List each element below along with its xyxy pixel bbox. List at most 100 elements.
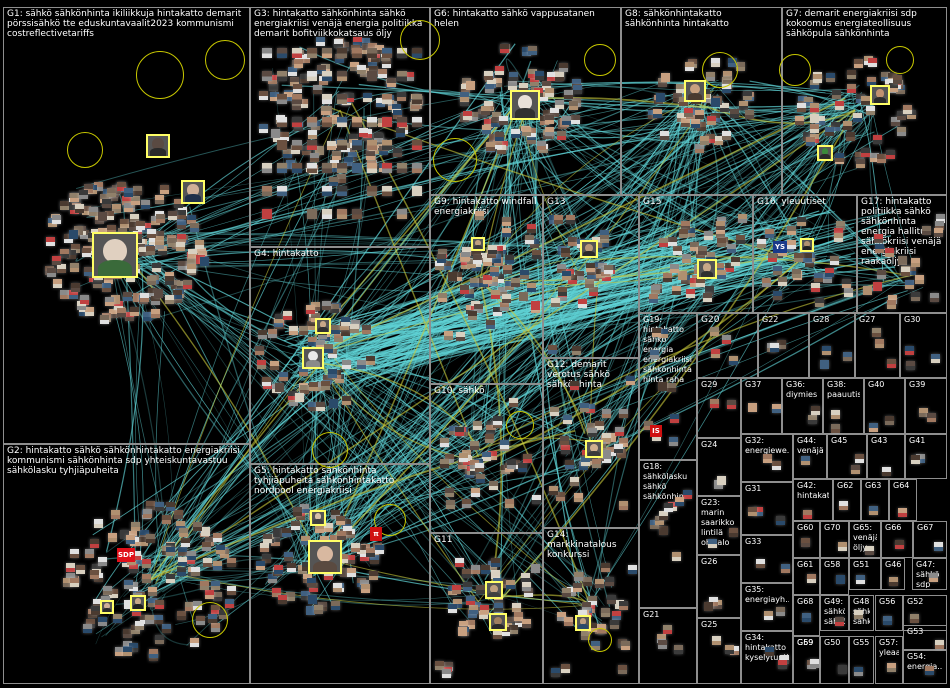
vertex-node[interactable] — [770, 343, 779, 352]
vertex-node[interactable] — [111, 510, 120, 519]
vertex-node[interactable] — [725, 645, 734, 654]
is-logo[interactable]: IS — [650, 425, 662, 437]
vertex-node[interactable] — [259, 124, 268, 133]
vertex-node[interactable] — [165, 276, 174, 285]
vertex-node[interactable] — [177, 220, 186, 229]
vertex-node[interactable] — [147, 229, 156, 238]
vertex-node[interactable] — [669, 437, 678, 446]
vertex-node[interactable] — [195, 240, 204, 249]
vertex-node[interactable] — [337, 186, 347, 196]
vertex-node[interactable] — [337, 117, 347, 127]
vertex-node[interactable] — [481, 106, 490, 115]
vertex-node[interactable] — [716, 221, 725, 230]
hub-avatar[interactable] — [471, 237, 485, 251]
vertex-node[interactable] — [178, 261, 187, 270]
vertex-node[interactable] — [337, 94, 347, 104]
vertex-node[interactable] — [470, 441, 479, 450]
vertex-node[interactable] — [717, 238, 726, 247]
hub-avatar[interactable] — [92, 232, 138, 278]
vertex-node[interactable] — [659, 511, 668, 520]
vertex-node[interactable] — [695, 110, 704, 119]
vertex-node[interactable] — [911, 455, 920, 464]
vertex-node[interactable] — [292, 117, 302, 127]
vertex-node[interactable] — [658, 640, 667, 649]
hub-avatar[interactable] — [870, 85, 890, 105]
vertex-node[interactable] — [521, 573, 530, 582]
vertex-node[interactable] — [664, 503, 673, 512]
vertex-node[interactable] — [839, 501, 848, 510]
vertex-node[interactable] — [602, 433, 611, 442]
vertex-node[interactable] — [66, 563, 75, 572]
vertex-node[interactable] — [174, 510, 183, 519]
vertex-node[interactable] — [75, 204, 84, 213]
vertex-node[interactable] — [166, 502, 175, 511]
vertex-node[interactable] — [94, 519, 103, 528]
vertex-node[interactable] — [573, 85, 582, 94]
vertex-node[interactable] — [704, 602, 713, 611]
vertex-node[interactable] — [535, 71, 544, 80]
vertex-node[interactable] — [561, 664, 570, 673]
vertex-node[interactable] — [397, 71, 407, 81]
vertex-node[interactable] — [518, 463, 527, 472]
vertex-node[interactable] — [162, 624, 171, 633]
vertex-node[interactable] — [727, 400, 736, 409]
vertex-node[interactable] — [830, 256, 839, 265]
vertex-node[interactable] — [911, 292, 920, 301]
vertex-node[interactable] — [855, 454, 864, 463]
vertex-node[interactable] — [811, 283, 820, 292]
vertex-node[interactable] — [277, 71, 287, 81]
vertex-node[interactable] — [201, 527, 210, 536]
vertex-node[interactable] — [508, 81, 517, 90]
vertex-node[interactable] — [834, 233, 843, 242]
vertex-node[interactable] — [580, 403, 589, 412]
vertex-node[interactable] — [155, 240, 164, 249]
vertex-node[interactable] — [722, 131, 731, 140]
vertex-node[interactable] — [500, 302, 509, 311]
vertex-node[interactable] — [490, 267, 499, 276]
vertex-node[interactable] — [825, 127, 834, 136]
vertex-node[interactable] — [437, 254, 446, 263]
vertex-node[interactable] — [126, 535, 135, 544]
vertex-node[interactable] — [397, 117, 407, 127]
vertex-node[interactable] — [154, 289, 163, 298]
vertex-node[interactable] — [882, 467, 891, 476]
vertex-node[interactable] — [85, 307, 94, 316]
vertex-node[interactable] — [105, 297, 114, 306]
vertex-node[interactable] — [522, 619, 531, 628]
vertex-node[interactable] — [797, 103, 806, 112]
vertex-node[interactable] — [352, 209, 362, 219]
vertex-node[interactable] — [545, 88, 554, 97]
vertex-node[interactable] — [731, 257, 740, 266]
vertex-node[interactable] — [532, 250, 541, 259]
vertex-node[interactable] — [306, 305, 315, 314]
vertex-node[interactable] — [708, 539, 717, 548]
vertex-node[interactable] — [130, 307, 139, 316]
vertex-node[interactable] — [512, 603, 521, 612]
vertex-node[interactable] — [764, 611, 773, 620]
vertex-node[interactable] — [815, 298, 824, 307]
vertex-node[interactable] — [659, 526, 668, 535]
vertex-node[interactable] — [531, 301, 540, 310]
vertex-node[interactable] — [216, 545, 225, 554]
hub-avatar[interactable] — [575, 615, 591, 631]
vertex-node[interactable] — [60, 249, 69, 258]
vertex-node[interactable] — [455, 558, 464, 567]
vertex-node[interactable] — [507, 460, 516, 469]
vertex-node[interactable] — [686, 289, 695, 298]
vertex-node[interactable] — [291, 521, 300, 530]
vertex-node[interactable] — [659, 329, 668, 338]
vertex-node[interactable] — [564, 617, 573, 626]
vertex-node[interactable] — [856, 575, 865, 584]
vertex-node[interactable] — [545, 127, 554, 136]
vertex-node[interactable] — [147, 276, 156, 285]
vertex-node[interactable] — [142, 574, 151, 583]
vertex-node[interactable] — [473, 255, 482, 264]
vertex-node[interactable] — [776, 516, 785, 525]
vertex-node[interactable] — [661, 73, 670, 82]
vertex-node[interactable] — [155, 635, 164, 644]
vertex-node[interactable] — [367, 163, 377, 173]
vertex-node[interactable] — [47, 268, 56, 277]
vertex-node[interactable] — [583, 577, 592, 586]
vertex-node[interactable] — [155, 502, 164, 511]
vertex-node[interactable] — [895, 540, 904, 549]
